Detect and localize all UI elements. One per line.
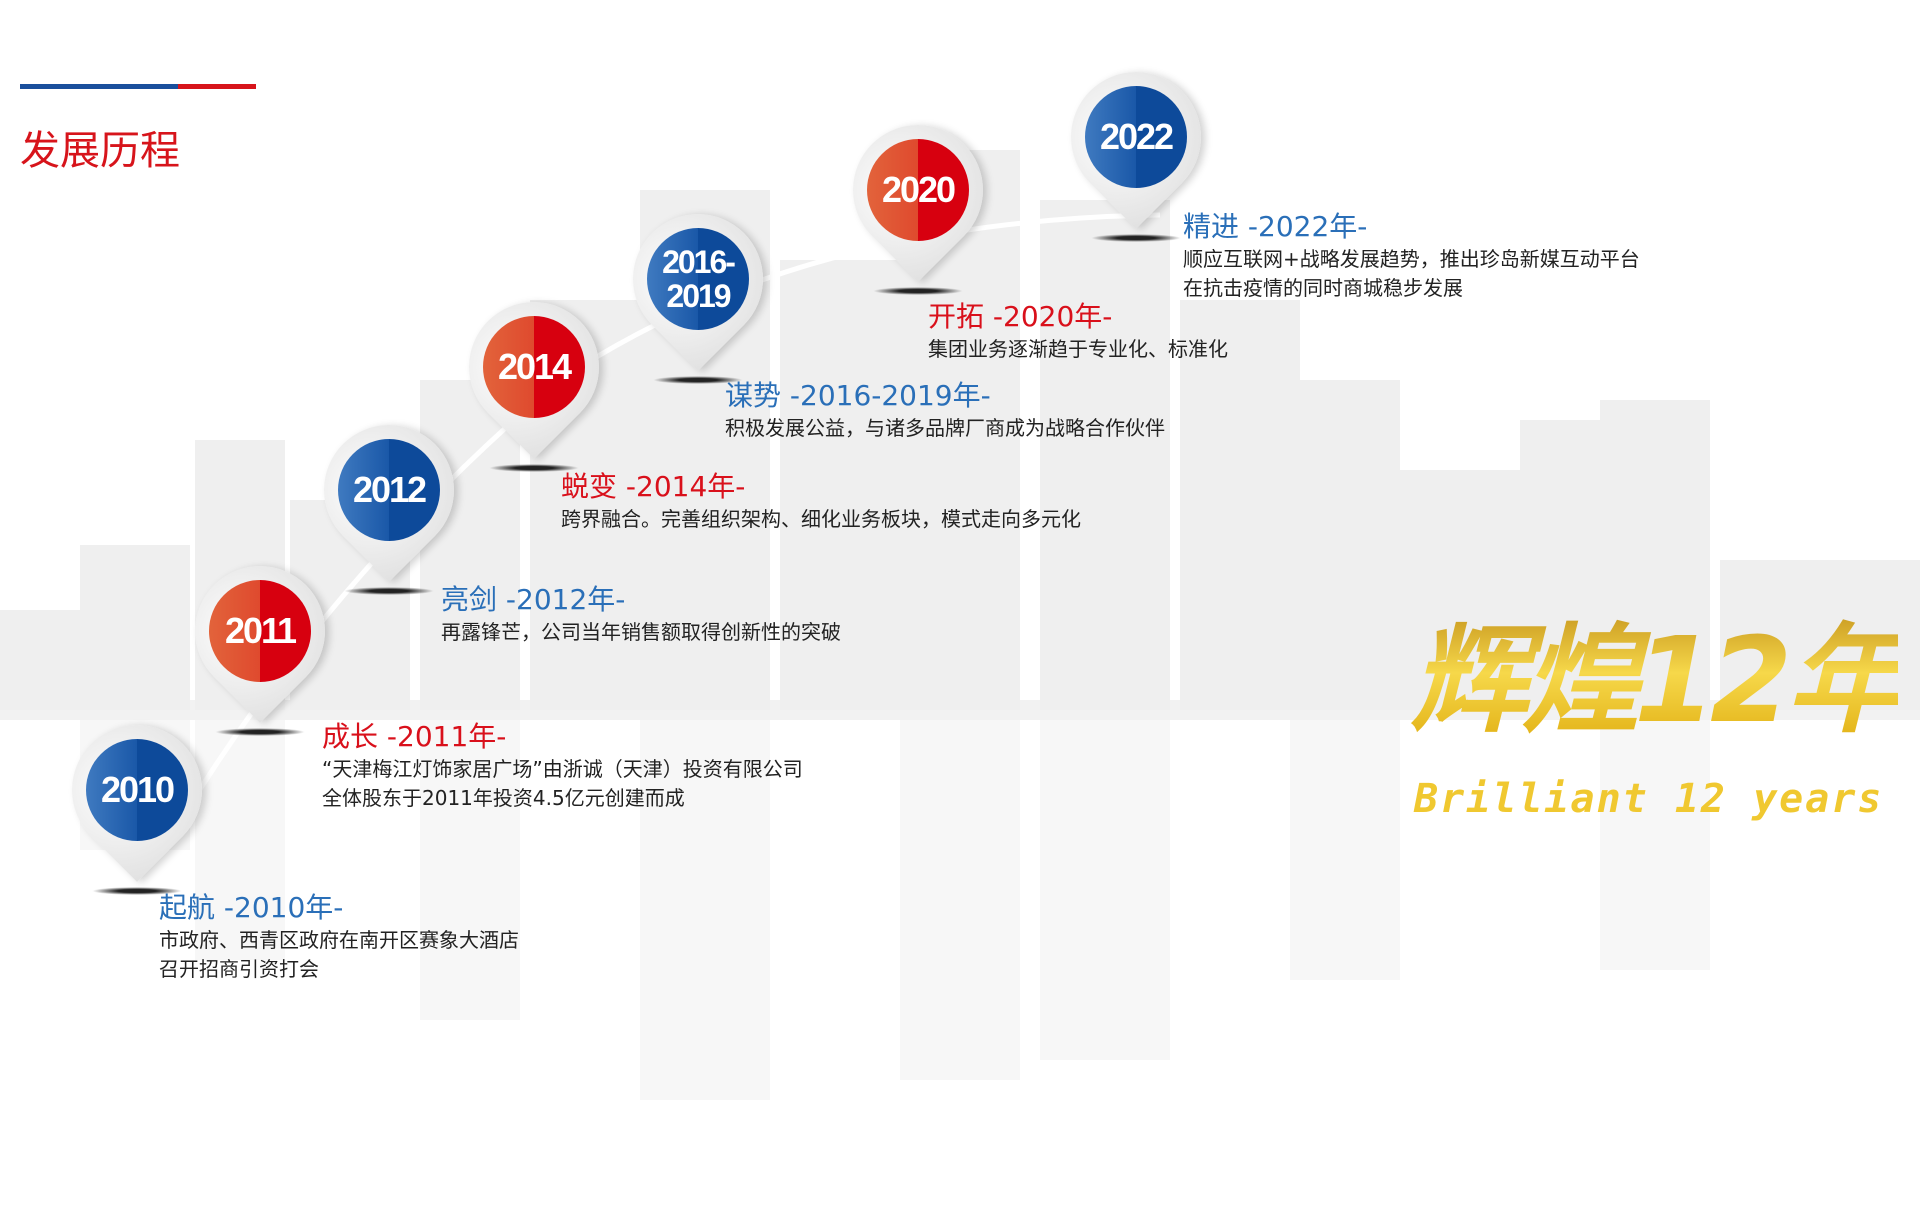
year-badge: 2022: [1085, 86, 1187, 188]
event-2012: 亮剑 -2012年- 再露锋芒，公司当年销售额取得创新性的突破: [441, 582, 841, 647]
pin-2010: 2010: [45, 698, 229, 895]
event-desc: 全体股东于2011年投资4.5亿元创建而成: [322, 786, 685, 810]
event-desc: 集团业务逐渐趋于专业化、标准化: [928, 337, 1228, 361]
year-badge: 2010: [86, 739, 188, 841]
year-badge: 2016-2019: [647, 228, 749, 330]
event-2022: 精进 -2022年- 顺应互联网+战略发展趋势，推出珍岛新媒互动平台 在抗击疫情…: [1183, 209, 1640, 303]
slogan-sub: Brilliant 12 years: [1414, 776, 1884, 822]
pin-2012: 2012: [297, 398, 481, 595]
pin-2011: 2011: [168, 539, 352, 736]
event-desc: 市政府、西青区政府在南开区赛象大酒店: [159, 928, 519, 952]
year-badge: 2020: [867, 139, 969, 241]
event-desc: “天津梅江灯饰家居广场”由浙诚（天津）投资有限公司: [322, 757, 803, 781]
pin-2022: 2022: [1044, 45, 1228, 242]
year-badge: 2012: [338, 439, 440, 541]
year-badge: 2011: [209, 580, 311, 682]
year-badge: 2014: [483, 316, 585, 418]
event-2020: 开拓 -2020年- 集团业务逐渐趋于专业化、标准化: [928, 299, 1228, 364]
event-title: 谋势 -2016-2019年-: [725, 379, 991, 412]
event-title: 成长 -2011年-: [322, 720, 507, 753]
event-desc: 积极发展公益，与诸多品牌厂商成为战略合作伙伴: [725, 416, 1165, 440]
event-title: 精进 -2022年-: [1183, 210, 1368, 243]
slogan-main: 辉煌12年: [1410, 611, 1904, 749]
pin-2016-2019: 2016-2019: [606, 187, 790, 384]
header-line-blue: [20, 84, 178, 89]
event-title: 蜕变 -2014年-: [561, 470, 746, 503]
event-desc: 召开招商引资打会: [159, 957, 319, 981]
event-2014: 蜕变 -2014年- 跨界融合。完善组织架构、细化业务板块，模式走向多元化: [561, 469, 1081, 534]
pin-2014: 2014: [442, 275, 626, 472]
event-title: 开拓 -2020年-: [928, 300, 1113, 333]
page-title: 发展历程: [20, 128, 180, 174]
event-desc: 在抗击疫情的同时商城稳步发展: [1183, 276, 1463, 300]
header-line-red: [178, 84, 256, 89]
event-2016-2019: 谋势 -2016-2019年- 积极发展公益，与诸多品牌厂商成为战略合作伙伴: [725, 378, 1165, 443]
event-desc: 再露锋芒，公司当年销售额取得创新性的突破: [441, 620, 841, 644]
event-2010: 起航 -2010年- 市政府、西青区政府在南开区赛象大酒店 召开招商引资打会: [159, 890, 519, 984]
event-desc: 跨界融合。完善组织架构、细化业务板块，模式走向多元化: [561, 507, 1081, 531]
event-title: 亮剑 -2012年-: [441, 583, 626, 616]
event-2011: 成长 -2011年- “天津梅江灯饰家居广场”由浙诚（天津）投资有限公司 全体股…: [322, 719, 803, 813]
pin-2020: 2020: [826, 98, 1010, 295]
event-desc: 顺应互联网+战略发展趋势，推出珍岛新媒互动平台: [1183, 247, 1640, 271]
event-title: 起航 -2010年-: [159, 891, 344, 924]
